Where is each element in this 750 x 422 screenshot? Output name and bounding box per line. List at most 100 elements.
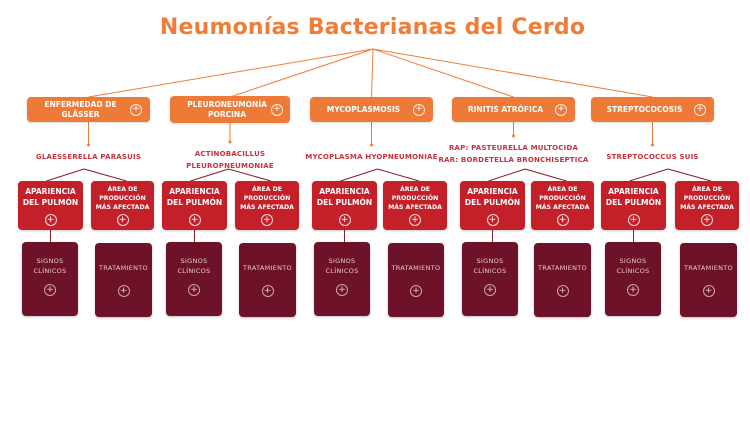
agent-sub-connector <box>46 168 85 182</box>
lung-appearance-node[interactable]: APARIENCIA DEL PULMÓN + <box>460 181 525 230</box>
node-label: SIGNOS CLÍNICOS <box>325 257 359 275</box>
plus-circle-icon[interactable]: + <box>188 284 200 296</box>
disease-node[interactable]: MYCOPLASMOSIS + <box>310 97 433 122</box>
node-label: SIGNOS CLÍNICOS <box>177 257 211 275</box>
node-label: ÁREA DE PRODUCCIÓN MÁS AFECTADA <box>388 186 442 211</box>
node-label: APARIENCIA DEL PULMÓN <box>22 187 79 207</box>
causal-agent-line: PLEUROPNEUMONIAE <box>186 162 274 170</box>
title-connector <box>372 48 653 98</box>
plus-circle-icon[interactable]: + <box>116 214 129 226</box>
plus-circle-icon[interactable]: + <box>694 103 706 116</box>
plus-circle-icon[interactable]: + <box>702 285 715 297</box>
causal-agent-line: MYCOPLASMA HYOPNEUMONIAE <box>305 153 438 161</box>
disease-label: PLEURONEUMONÍA PORCINA <box>187 99 267 119</box>
connector-dot <box>228 140 232 144</box>
clinical-signs-node[interactable]: SIGNOS CLÍNICOS + <box>462 242 518 316</box>
production-area-node[interactable]: ÁREA DE PRODUCCIÓN MÁS AFECTADA + <box>383 181 447 230</box>
plus-circle-icon[interactable]: + <box>338 214 351 226</box>
node-label: APARIENCIA DEL PULMÓN <box>316 187 373 207</box>
node-label: TRATAMIENTO <box>538 264 587 272</box>
production-area-node[interactable]: ÁREA DE PRODUCCIÓN MÁS AFECTADA+ <box>531 181 594 230</box>
clinical-signs-node[interactable]: SIGNOS CLÍNICOS + <box>22 242 78 316</box>
agent-sub-connector <box>377 168 420 182</box>
plus-circle-icon[interactable]: + <box>130 103 142 116</box>
treatment-node[interactable]: TRATAMIENTO + <box>534 243 591 317</box>
causal-agent-line: STREPTOCOCCUS SUIS <box>606 153 699 161</box>
title-connector <box>88 48 374 98</box>
node-label: SIGNOS CLÍNICOS <box>473 257 507 275</box>
treatment-node[interactable]: TRATAMIENTO + <box>239 243 296 317</box>
causal-agent: GLAESSERELLA PARASUIS <box>0 151 179 163</box>
node-label: TRATAMIENTO <box>391 264 441 272</box>
causal-agent-line: RAR: BORDETELLA BRONCHISEPTICA <box>438 156 589 164</box>
connector-dot <box>370 143 373 147</box>
agent-sub-connector <box>488 168 526 182</box>
plus-circle-icon[interactable]: + <box>701 214 713 226</box>
connector-dot <box>651 143 654 147</box>
treatment-node[interactable]: TRATAMIENTO + <box>95 243 152 317</box>
plus-circle-icon[interactable]: + <box>556 214 569 226</box>
agent-sub-connector <box>524 168 567 182</box>
causal-agent: MYCOPLASMA HYOPNEUMONIAE <box>282 151 462 163</box>
plus-circle-icon[interactable]: + <box>627 214 640 226</box>
clinical-signs-node[interactable]: SIGNOS CLÍNICOS + <box>314 242 370 316</box>
lung-appearance-node[interactable]: APARIENCIA DEL PULMÓN + <box>312 181 377 230</box>
disease-label: MYCOPLASMOSIS <box>326 104 401 114</box>
disease-node[interactable]: ENFERMEDAD DE GLÄSSER + <box>27 97 150 122</box>
causal-agent: RAP: PASTEURELLA MULTOCIDA RAR: BORDETELL… <box>424 142 604 166</box>
lung-appearance-node[interactable]: APARIENCIA DEL PULMÓN + <box>162 181 227 230</box>
causal-agent-line: ACTINOBACILLUS <box>194 150 266 158</box>
plus-circle-icon[interactable]: + <box>336 284 348 296</box>
plus-circle-icon[interactable]: + <box>44 284 56 296</box>
plus-circle-icon[interactable]: + <box>410 285 422 297</box>
node-label: SIGNOS CLÍNICOS <box>33 257 67 275</box>
disease-node[interactable]: RINITIS ATRÓFICA + <box>452 97 575 122</box>
connector-dot <box>87 143 90 147</box>
node-label: ÁREA DE PRODUCCIÓN MÁS AFECTADA <box>680 186 734 211</box>
plus-circle-icon[interactable]: + <box>117 285 130 297</box>
clinical-signs-node[interactable]: SIGNOS CLÍNICOS + <box>605 242 661 316</box>
plus-circle-icon[interactable]: + <box>627 284 639 296</box>
title-connector <box>371 48 374 98</box>
node-label: ÁREA DE PRODUCCIÓN MÁS AFECTADA <box>95 186 150 211</box>
production-area-node[interactable]: ÁREA DE PRODUCCIÓN MÁS AFECTADA + <box>91 181 154 230</box>
production-area-node[interactable]: ÁREA DE PRODUCCIÓN MÁS AFECTADA + <box>235 181 299 230</box>
causal-agent: ACTINOBACILLUS PLEUROPNEUMONIAE <box>140 148 320 172</box>
node-label: SIGNOS CLÍNICOS <box>616 257 650 275</box>
disease-label: RINITIS ATRÓFICA <box>467 104 544 114</box>
agent-sub-connector <box>629 168 669 182</box>
node-label: APARIENCIA DEL PULMÓN <box>166 187 223 207</box>
plus-circle-icon[interactable]: + <box>261 285 274 297</box>
plus-circle-icon[interactable]: + <box>484 284 496 296</box>
plus-circle-icon[interactable]: + <box>556 285 569 297</box>
node-label: TRATAMIENTO <box>99 264 148 272</box>
disease-node[interactable]: STREPTOCOCOSIS+ <box>591 97 714 122</box>
page-title: Neumonías Bacterianas del Cerdo <box>159 15 586 40</box>
agent-sub-connector <box>667 168 712 182</box>
plus-circle-icon[interactable]: + <box>555 103 567 116</box>
node-label: ÁREA DE PRODUCCIÓN MÁS AFECTADA <box>240 186 294 211</box>
clinical-signs-node[interactable]: SIGNOS CLÍNICOS + <box>166 242 222 316</box>
title-connector <box>372 48 514 98</box>
treatment-node[interactable]: TRATAMIENTO + <box>388 243 444 317</box>
causal-agent-line: RAP: PASTEURELLA MULTOCIDA <box>448 144 579 152</box>
node-label: APARIENCIA DEL PULMÓN <box>464 187 521 207</box>
disease-label: ENFERMEDAD DE GLÄSSER <box>44 99 117 119</box>
treatment-node[interactable]: TRATAMIENTO+ <box>680 243 737 317</box>
node-label: TRATAMIENTO <box>243 264 292 272</box>
plus-circle-icon[interactable]: + <box>409 214 421 226</box>
plus-circle-icon[interactable]: + <box>261 214 273 226</box>
production-area-node[interactable]: ÁREA DE PRODUCCIÓN MÁS AFECTADA + <box>675 181 739 230</box>
plus-circle-icon[interactable]: + <box>270 103 283 116</box>
causal-agent-line: GLAESSERELLA PARASUIS <box>35 153 142 161</box>
plus-circle-icon[interactable]: + <box>413 103 425 116</box>
title-connector <box>229 48 374 98</box>
lung-appearance-node[interactable]: APARIENCIA DEL PULMÓN + <box>18 181 83 230</box>
plus-circle-icon[interactable]: + <box>44 214 57 226</box>
causal-agent: STREPTOCOCCUS SUIS <box>563 151 743 163</box>
plus-circle-icon[interactable]: + <box>188 214 201 226</box>
connector-dot <box>512 134 515 138</box>
lung-appearance-node[interactable]: APARIENCIA DEL PULMÓN+ <box>601 181 666 230</box>
disease-node[interactable]: PLEURONEUMONÍA PORCINA+ <box>170 96 290 123</box>
plus-circle-icon[interactable]: + <box>486 214 499 226</box>
